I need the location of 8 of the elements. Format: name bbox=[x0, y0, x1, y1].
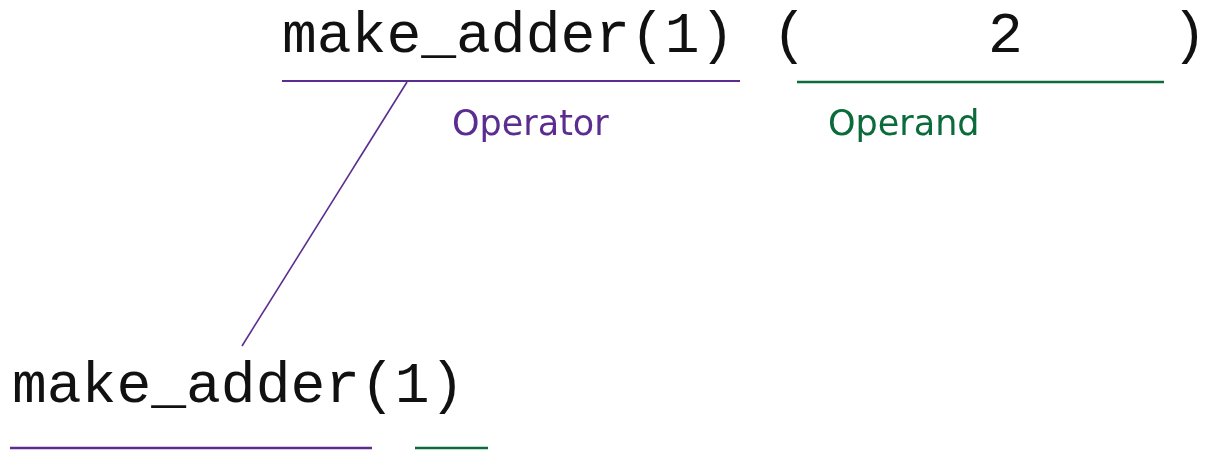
leader-line bbox=[241, 81, 408, 347]
annotation-label: Operand bbox=[828, 106, 980, 141]
code-token: ) bbox=[1172, 8, 1207, 66]
code-token: ( bbox=[772, 8, 807, 66]
code-expression: make_adder(1) bbox=[282, 8, 740, 82]
code-expression: make_adder(1) bbox=[12, 358, 482, 416]
code-token: 2 bbox=[988, 8, 1023, 66]
annotation-label: Operator bbox=[452, 106, 609, 141]
